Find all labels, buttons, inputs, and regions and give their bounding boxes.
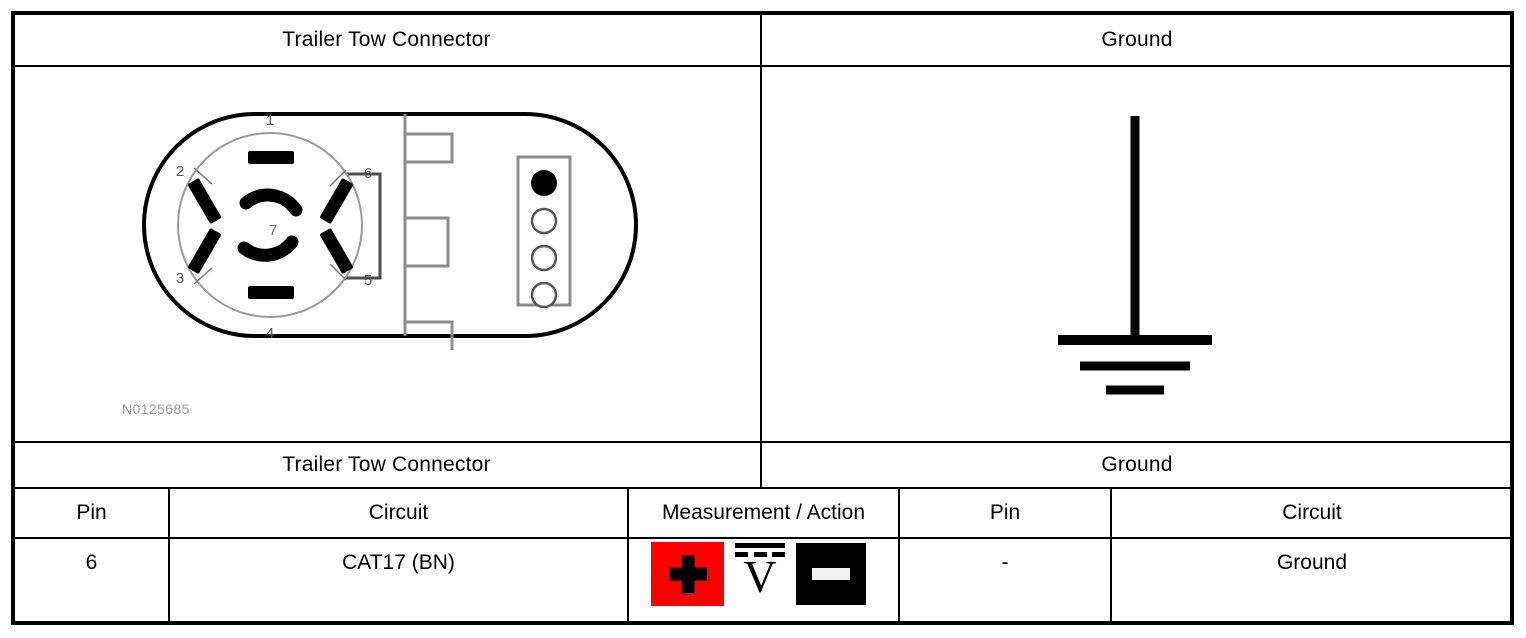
negative-probe-icon xyxy=(796,543,866,605)
section-header-left-title: Trailer Tow Connector xyxy=(282,453,491,476)
col-divider-circuit-measurement xyxy=(627,487,629,625)
column-header-circuit-left: Circuit xyxy=(368,501,429,524)
svg-text:7: 7 xyxy=(269,222,277,239)
plus-vertical-bar xyxy=(681,555,694,593)
section-header-right-title: Ground xyxy=(1101,453,1173,476)
column-header-circuit-right: Circuit xyxy=(1282,501,1342,524)
column-header-measurement-action: Measurement / Action xyxy=(661,501,866,524)
header-right-title: Ground xyxy=(1101,28,1173,51)
svg-text:4: 4 xyxy=(266,325,274,342)
svg-text:5: 5 xyxy=(364,272,372,289)
svg-text:6: 6 xyxy=(364,165,372,182)
svg-text:1: 1 xyxy=(266,112,274,129)
header-row-bottom-rule xyxy=(13,65,1512,67)
measurement-action-icons: V xyxy=(651,541,875,607)
column-header-pin-right: Pin xyxy=(989,501,1021,524)
dc-dashed-bar xyxy=(735,552,785,557)
column-header-bottom-rule xyxy=(13,537,1512,539)
main-vertical-divider xyxy=(760,13,762,487)
connector-reference-number: N0125685 xyxy=(122,401,190,417)
positive-probe-icon xyxy=(651,542,724,606)
col-divider-measurement-pin-right xyxy=(898,487,900,625)
header-left-title: Trailer Tow Connector xyxy=(282,28,491,51)
cell-circuit-left: CAT17 (BN) xyxy=(342,551,455,574)
svg-text:3: 3 xyxy=(176,270,184,287)
section-header-bottom-rule xyxy=(13,487,1512,489)
diagram-section-bottom-rule xyxy=(13,441,1512,443)
cell-pin-right: - xyxy=(1001,551,1009,574)
col-divider-pin-circuit-left xyxy=(168,487,170,625)
dc-solid-bar xyxy=(735,543,785,548)
dc-dash-1 xyxy=(735,552,748,557)
dc-dash-2 xyxy=(753,552,767,557)
cell-pin-left: 6 xyxy=(85,551,98,574)
earth-ground-symbol xyxy=(1058,116,1212,395)
trailer-tow-connector-drawing: 1 2 3 4 5 6 7 xyxy=(142,112,638,350)
cell-circuit-right: Ground xyxy=(1276,551,1348,574)
voltage-letter: V xyxy=(743,551,777,602)
col-divider-pin-circuit-right xyxy=(1110,487,1112,625)
minus-horizontal-bar xyxy=(812,568,850,580)
dc-dash-3 xyxy=(772,552,785,557)
svg-text:2: 2 xyxy=(176,163,184,180)
column-header-pin-left: Pin xyxy=(76,501,107,524)
dc-voltage-icon: V xyxy=(729,541,791,607)
